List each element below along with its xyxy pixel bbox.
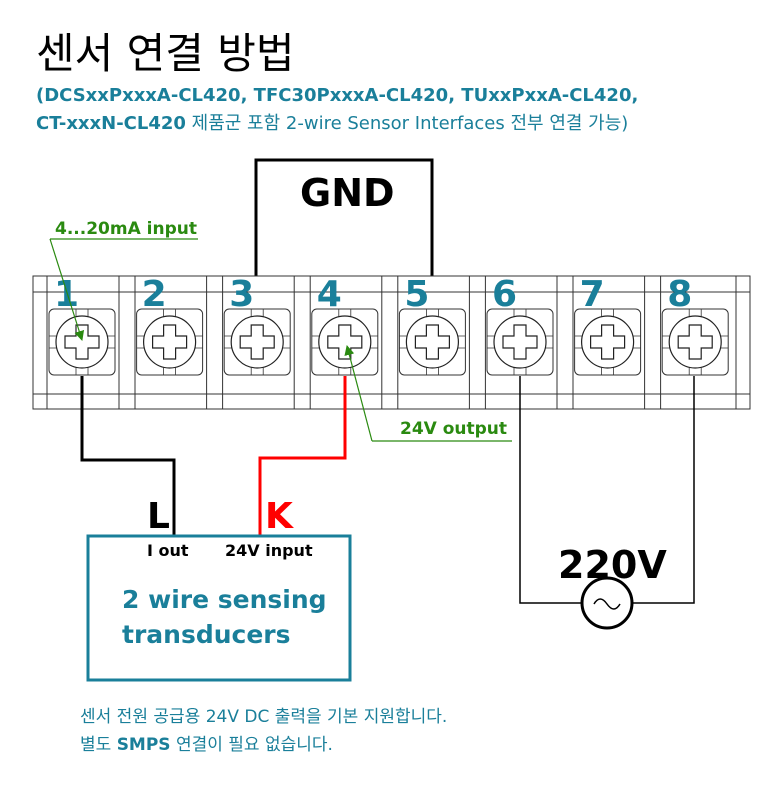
input-callout: 4...20mA input [55, 219, 197, 239]
cross-slot-icon [502, 324, 538, 360]
transducer-title-1: 2 wire sensing [122, 585, 327, 614]
label-l: L [147, 496, 170, 537]
terminal-7[interactable]: 7 [574, 274, 662, 409]
ac-wire-right [632, 376, 695, 604]
transducer-box [86, 534, 352, 682]
terminal-number: 3 [229, 274, 254, 315]
terminal-number: 7 [580, 274, 605, 315]
model-list-line1: (DCSxxPxxxA-CL420, TFC30PxxxA-CL420, TUx… [36, 85, 638, 106]
terminal-number: 8 [667, 274, 692, 315]
terminal-number: 4 [317, 274, 342, 315]
24v-input-label: 24V input [225, 541, 313, 560]
note-text-b: 연결이 필요 없습니다. [171, 735, 333, 755]
terminal-number: 1 [54, 274, 79, 315]
terminal-6[interactable]: 6 [486, 274, 574, 409]
power-label: 220V [558, 543, 667, 587]
cross-slot-icon [64, 324, 100, 360]
ac-wire-left [519, 376, 582, 604]
terminal-5[interactable]: 5 [398, 274, 486, 409]
output-callout-arrow [344, 345, 373, 442]
note-smps: SMPS [117, 735, 171, 755]
terminal-block: 1 2 3 4 5 6 7 8 [32, 274, 751, 410]
24v-wire [258, 376, 347, 536]
terminal-1[interactable]: 1 [48, 274, 136, 409]
input-callout-arrow [49, 238, 85, 341]
terminal-8[interactable]: 8 [661, 274, 729, 376]
terminal-number: 6 [492, 274, 517, 315]
note-line2: 별도 SMPS 연결이 필요 없습니다. [80, 735, 333, 755]
terminal-3[interactable]: 3 [223, 274, 311, 409]
note-text-a: 별도 [80, 735, 117, 755]
i-out-label: I out [147, 541, 189, 560]
terminal-4[interactable]: 4 [311, 274, 399, 409]
label-k: K [265, 496, 294, 537]
cross-slot-icon [414, 324, 450, 360]
terminal-number: 2 [142, 274, 167, 315]
note-line1: 센서 전원 공급용 24V DC 출력을 기본 지원합니다. [80, 707, 447, 727]
terminal-2[interactable]: 2 [136, 274, 224, 409]
cross-slot-icon [239, 324, 275, 360]
terminal-number: 5 [404, 274, 429, 315]
cross-slot-icon [590, 324, 626, 360]
model-rest: 제품군 포함 2-wire Sensor Interfaces 전부 연결 가능… [186, 113, 628, 134]
gnd-label: GND [300, 171, 395, 215]
cross-slot-icon [152, 324, 188, 360]
sine-icon [593, 598, 621, 610]
transducer-title-2: transducers [122, 620, 291, 649]
model-bold: CT-xxxN-CL420 [36, 113, 186, 134]
output-callout: 24V output [400, 419, 507, 439]
i-out-wire [80, 376, 176, 536]
model-list-line2: CT-xxxN-CL420 제품군 포함 2-wire Sensor Inter… [36, 113, 628, 134]
page-title: 센서 연결 방법 [36, 29, 295, 78]
gnd-wire [254, 158, 434, 312]
cross-slot-icon [677, 324, 713, 360]
